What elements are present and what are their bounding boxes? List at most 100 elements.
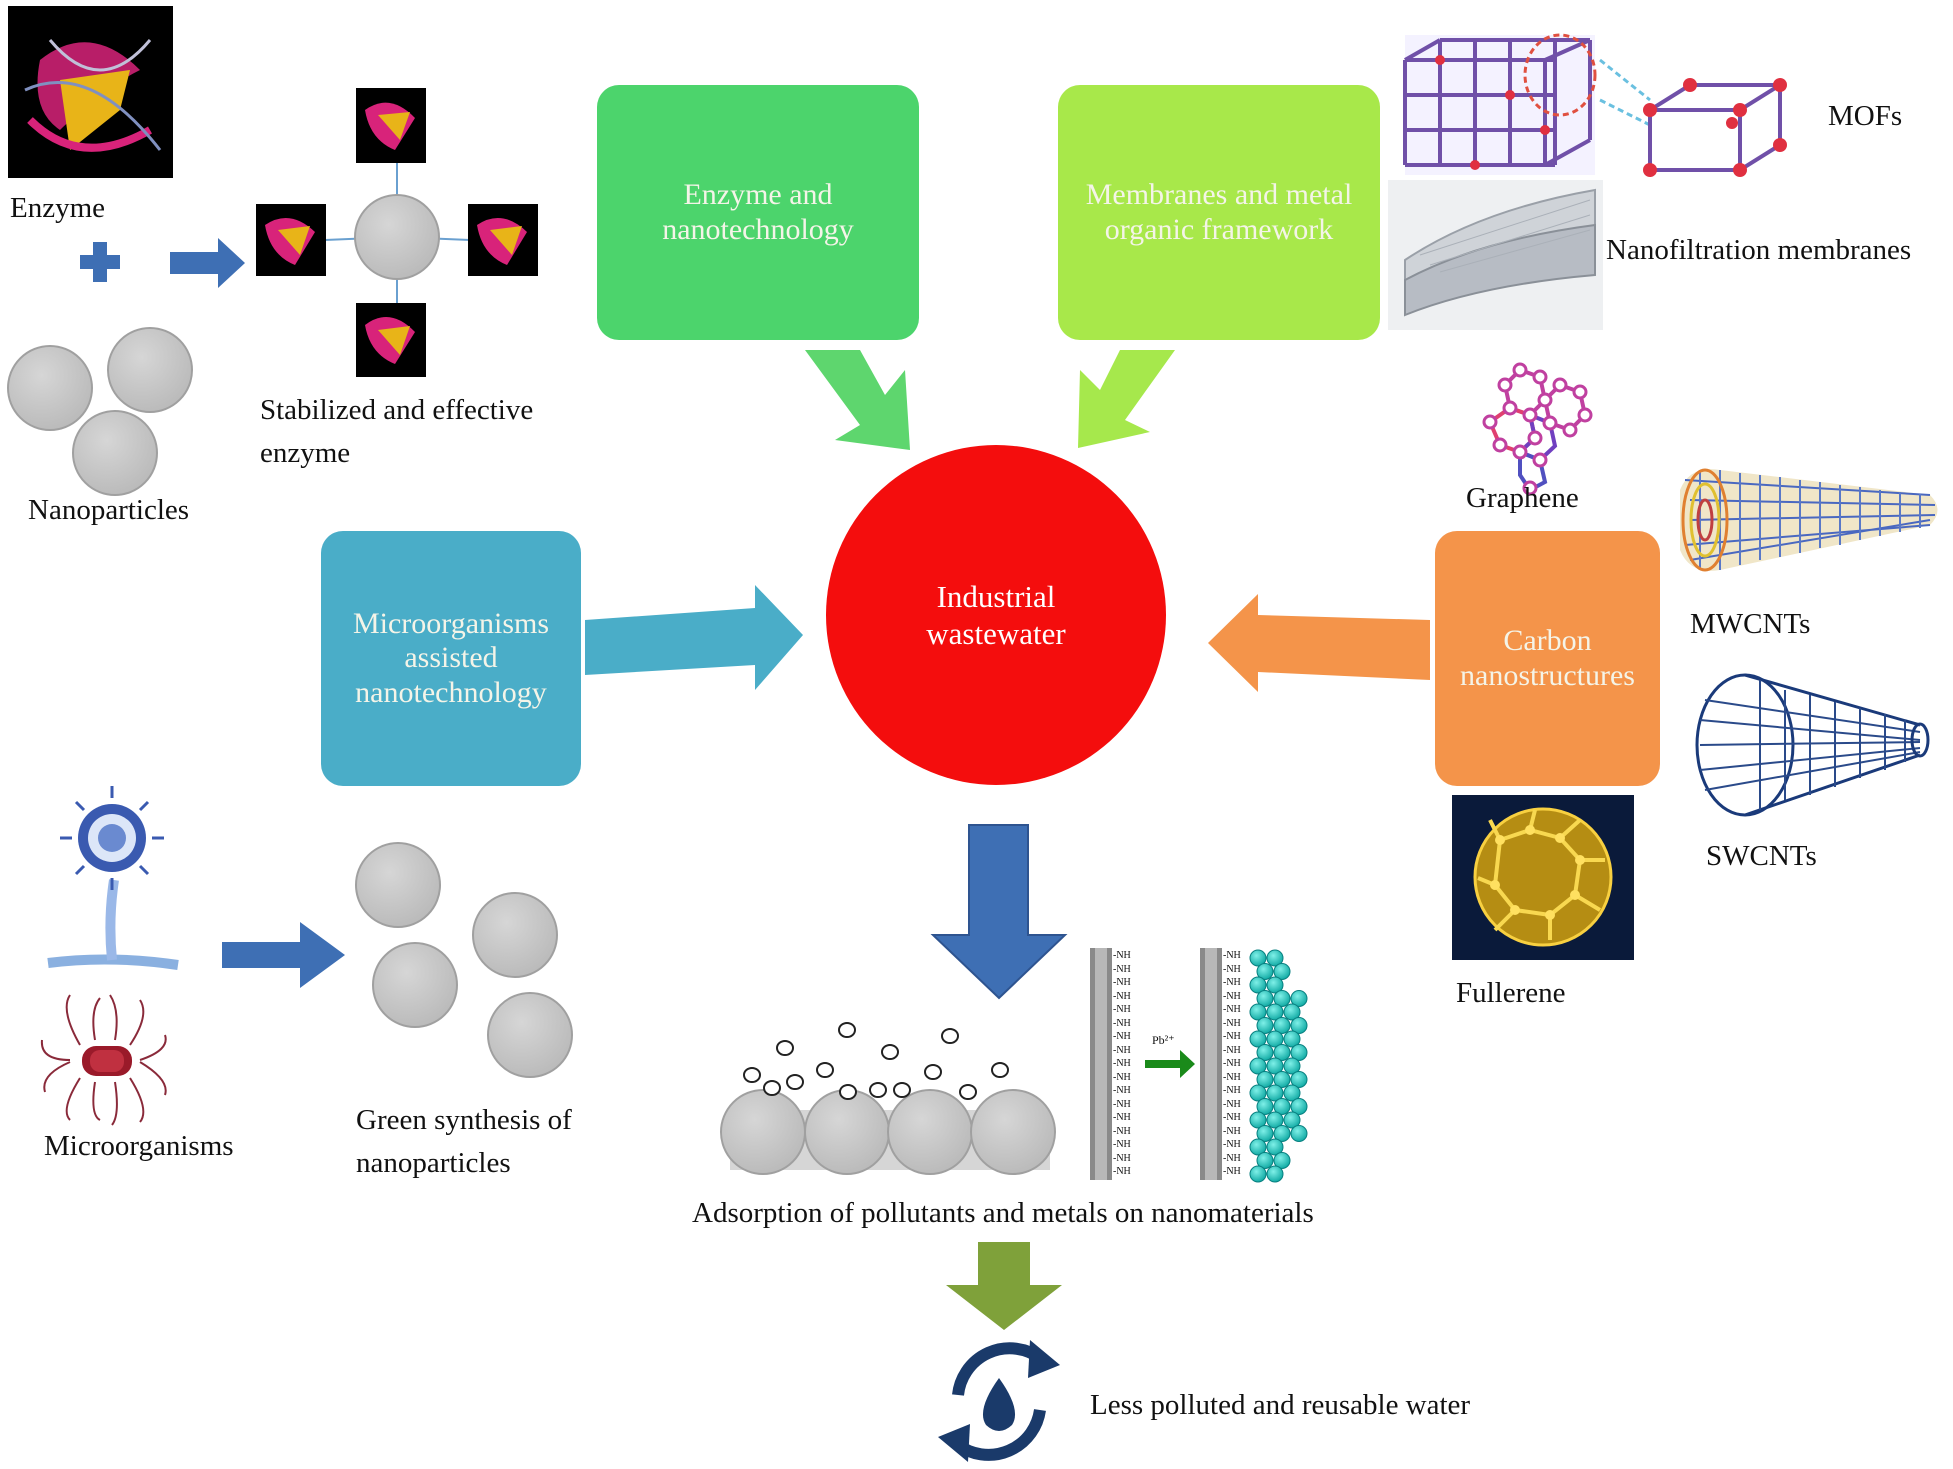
green-synthesis-label-2: nanoparticles (356, 1147, 511, 1179)
metal-ion (1273, 990, 1291, 1007)
adsorption-nanoparticles-image (720, 1022, 1056, 1175)
nh-tick: -NH (1113, 963, 1131, 975)
nh-tick: -NH (1113, 1085, 1131, 1096)
mwcnts-label: MWCNTs (1690, 608, 1811, 640)
metal-ion (1283, 1003, 1301, 1021)
metal-ion (1249, 1084, 1267, 1102)
nh-tick: -NH (1113, 1071, 1131, 1083)
micro-box-line3: nanotechnology (355, 675, 547, 709)
metal-ion (1249, 1111, 1267, 1129)
metal-ion (1256, 1098, 1274, 1115)
metal-ion (1290, 1044, 1308, 1061)
nh-tick: -NH (1113, 1017, 1131, 1029)
enzyme-box-line2: nanotechnology (662, 212, 854, 246)
nh-tick: -NH (1223, 950, 1241, 961)
adsorption-nanotubes-image (1090, 948, 1308, 1183)
metal-ion (1249, 1057, 1267, 1075)
stabilized-enzyme-label-1: Stabilized and effective (260, 394, 534, 426)
fullerene-label: Fullerene (1456, 977, 1566, 1009)
nanofiltration-membrane-image (1388, 180, 1603, 330)
mwcnts-image (1680, 468, 1938, 572)
nh-tick: -NH (1113, 1031, 1131, 1042)
enzyme-image (8, 6, 173, 178)
nh-tick: -NH (1223, 1031, 1241, 1042)
metal-ion (1283, 1030, 1301, 1048)
nh-tick: -NH (1223, 1071, 1241, 1083)
membranes-box-line1: Membranes and metal (1085, 178, 1353, 211)
metal-ion (1256, 963, 1274, 980)
metal-ion (1249, 1003, 1267, 1021)
metal-ion (1249, 976, 1267, 994)
metal-ion (1256, 990, 1274, 1007)
carbon-box-line1: Carbon (1503, 624, 1592, 657)
reusable-water-label: Less polluted and reusable water (1090, 1389, 1471, 1421)
nh-tick: -NH (1223, 1017, 1241, 1029)
metal-ion (1249, 1138, 1267, 1156)
graphene-label: Graphene (1466, 482, 1579, 514)
arrow-microorganisms-to-hub (585, 585, 803, 690)
arrow-membranes-to-hub (1078, 350, 1175, 448)
metal-ion (1266, 1138, 1284, 1156)
metal-ion (1266, 1003, 1284, 1021)
metal-ion (1290, 1098, 1308, 1115)
pb-ion-label: Pb²⁺ (1152, 1033, 1175, 1047)
metal-ion (1273, 1152, 1291, 1169)
metal-ion (1266, 976, 1284, 994)
metal-ion (1273, 963, 1291, 980)
metal-ion (1266, 1165, 1284, 1183)
nh-tick: -NH (1223, 1166, 1241, 1177)
metal-ion (1290, 1125, 1308, 1142)
stabilized-enzyme-assembly (256, 88, 538, 377)
nh-tick: -NH (1223, 1098, 1241, 1110)
nanoparticles-cluster-top (7, 327, 193, 496)
metal-ion (1256, 1071, 1274, 1088)
metal-ion (1283, 1084, 1301, 1102)
adsorption-label: Adsorption of pollutants and metals on n… (692, 1197, 1314, 1229)
arrow-carbon-to-hub (1208, 594, 1430, 692)
nh-tick: -NH (1223, 1058, 1241, 1069)
metal-ion (1266, 1084, 1284, 1102)
nanoparticles-label: Nanoparticles (28, 494, 190, 526)
arrow-hub-to-adsorption (930, 824, 1068, 1000)
hub-line2: wastewater (926, 616, 1066, 651)
nh-tick: -NH (1223, 990, 1241, 1002)
nh-tick: -NH (1223, 1044, 1241, 1056)
nh-tick: -NH (1113, 1125, 1131, 1137)
metal-ion (1273, 1125, 1291, 1142)
graphene-image (1482, 362, 1593, 496)
microorganisms-label: Microorganisms (44, 1130, 234, 1162)
nh-tick: -NH (1113, 950, 1131, 961)
metal-ion (1273, 1044, 1291, 1061)
nh-tick: -NH (1113, 1139, 1131, 1150)
arrow-to-stabilized-enzyme (170, 238, 245, 288)
metal-ion (1273, 1071, 1291, 1088)
arrow-to-green-synthesis (222, 922, 345, 988)
nh-tick: -NH (1113, 1044, 1131, 1056)
nh-tick: -NH (1223, 963, 1241, 975)
metal-ion (1256, 1044, 1274, 1061)
membranes-box-line2: organic framework (1104, 212, 1334, 246)
nh-tick: -NH (1113, 1058, 1131, 1069)
nh-tick: -NH (1113, 990, 1131, 1002)
nh-tick: -NH (1113, 1166, 1131, 1177)
nh-tick: -NH (1223, 1112, 1241, 1123)
metal-ion (1256, 1017, 1274, 1034)
metal-ion (1273, 1098, 1291, 1115)
stabilized-enzyme-label-2: enzyme (260, 437, 351, 469)
nh-tick: -NH (1223, 1152, 1241, 1164)
hub-line1: Industrial (936, 578, 1056, 614)
fullerene-image (1452, 795, 1634, 960)
metal-ion (1249, 949, 1267, 967)
enzyme-box-line1: Enzyme and (683, 178, 833, 211)
nh-tick: -NH (1113, 1098, 1131, 1110)
arrow-adsorption-to-water (946, 1242, 1062, 1330)
green-synthesis-label-1: Green synthesis of (356, 1104, 572, 1136)
micro-box-line1: Microorganisms (352, 606, 550, 640)
metal-ion (1283, 1057, 1301, 1075)
nh-tick: -NH (1223, 1085, 1241, 1096)
nh-tick: -NH (1113, 1152, 1131, 1164)
fungus-image (47, 786, 179, 970)
